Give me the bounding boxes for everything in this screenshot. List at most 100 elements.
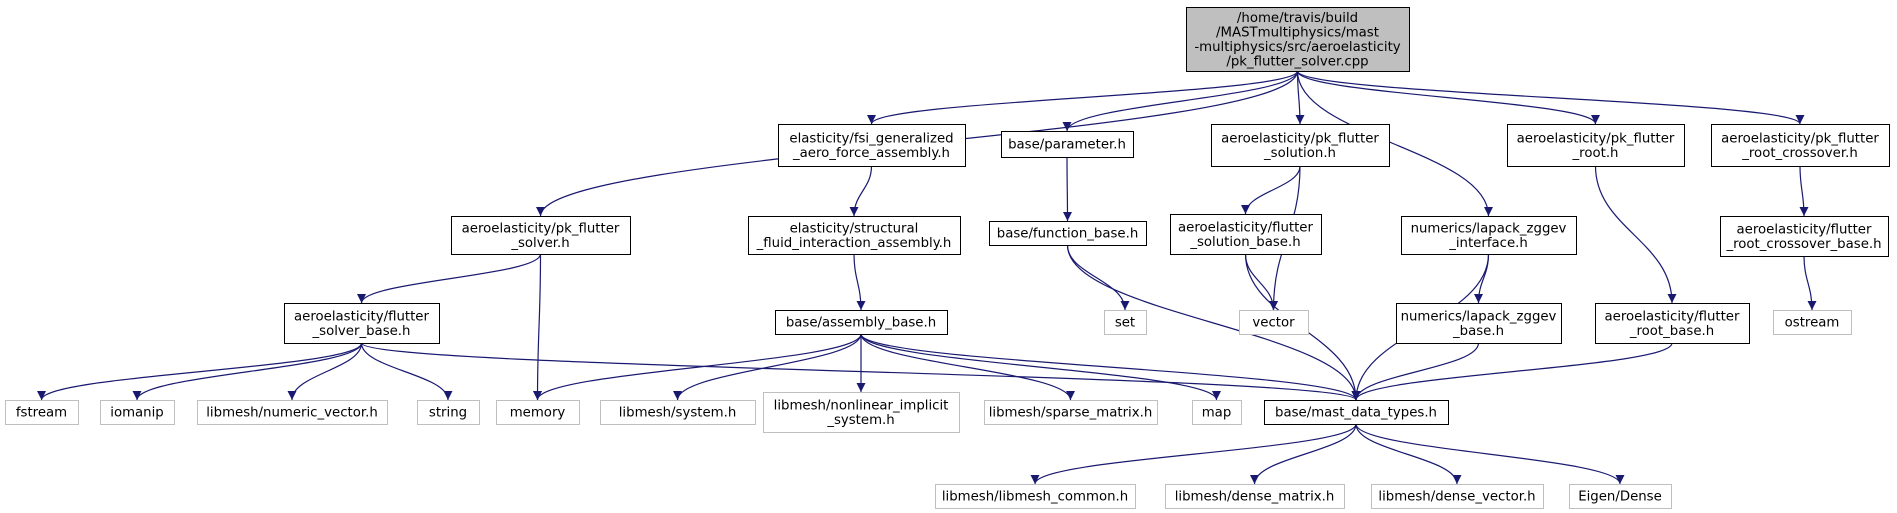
node-box [1720,216,1889,257]
node-parameter-h[interactable]: base/parameter.h [1001,131,1134,158]
node-box [1165,484,1345,509]
node-label: memory [510,406,566,421]
node-label: _root_crossover.h [1741,146,1858,161]
edge-assembly-base-h-to-mast-data-types [860,333,1361,401]
node-flutter-root-base-h[interactable]: aeroelasticity/flutter_root_base.h [1595,303,1750,344]
node-box [1170,214,1322,255]
node-box [5,400,79,425]
node-box [1104,310,1147,335]
node-box [778,124,966,167]
edge-structural-fluid-to-assembly-base-h [853,253,866,311]
edge-root-to-parameter-h [1062,70,1299,132]
node-label: base/parameter.h [1008,138,1126,153]
node-label: _root_base.h [1629,324,1714,339]
node-label: _aero_force_assembly.h [792,146,950,161]
node-numeric-vector: libmesh/numeric_vector.h [197,400,388,425]
node-label: fstream [16,406,67,421]
node-label: base/function_base.h [997,227,1139,242]
node-box [1186,7,1410,72]
edge-flutter-root-base-h-to-mast-data-types [1351,342,1673,401]
node-label: aeroelasticity/flutter [1178,220,1313,235]
node-box [1396,303,1562,344]
node-box [763,392,960,433]
edge-pk-flutter-root-crossover-h-to-flutter-root-crossover-base-h [1799,165,1809,217]
node-box [935,484,1136,509]
node-sparse-matrix: libmesh/sparse_matrix.h [984,400,1158,425]
node-label: _root.h [1572,146,1619,161]
node-label: /pk_flutter_solver.cpp [1226,54,1368,69]
node-flutter-solution-base-h[interactable]: aeroelasticity/flutter_solution_base.h [1170,214,1322,255]
node-lapack-zggev-base[interactable]: numerics/lapack_zggev_base.h [1396,303,1562,344]
node-label: libmesh/nonlinear_implicit [774,398,949,413]
node-label: numerics/lapack_zggev [1411,221,1567,236]
node-label: aeroelasticity/pk_flutter [1517,131,1675,146]
node-label: _solution.h [1263,146,1336,161]
node-label: _system.h [826,413,894,428]
node-fstream: fstream [5,400,79,425]
edge-pk-flutter-solver-h-to-memory [533,253,543,401]
node-label: base/mast_data_types.h [1275,406,1437,421]
node-label: _root_crossover_base.h [1725,237,1881,252]
node-system-h: libmesh/system.h [600,400,756,425]
node-box [1211,124,1390,167]
node-label: elasticity/structural [790,221,919,236]
node-label: elasticity/fsi_generalized [789,131,953,146]
node-pk-flutter-root-crossover-h[interactable]: aeroelasticity/pk_flutter_root_crossover… [1711,124,1890,167]
node-set: set [1104,310,1147,335]
nodes-layer: /home/travis/build/MASTmultiphysics/mast… [5,7,1890,509]
node-box [1507,124,1685,167]
edge-root-to-pk-flutter-root-h [1296,70,1600,125]
node-flutter-solver-base-h[interactable]: aeroelasticity/flutter_solver_base.h [284,303,440,344]
node-box [284,303,440,344]
node-string: string [417,400,480,425]
edge-root-to-pk-flutter-root-crossover-h [1296,70,1805,125]
node-label: base/assembly_base.h [786,316,936,331]
edge-fsi-generalized-to-structural-fluid [849,165,873,217]
node-box [1192,400,1242,425]
node-label: _fluid_interaction_assembly.h [756,236,952,251]
node-vector: vector [1239,310,1309,335]
node-eigen-dense: Eigen/Dense [1569,484,1672,509]
node-assembly-base-h[interactable]: base/assembly_base.h [775,310,948,335]
node-mast-data-types[interactable]: base/mast_data_types.h [1264,400,1449,425]
node-box [600,400,756,425]
edge-flutter-solver-base-h-to-numeric-vector [287,342,363,401]
node-label: /MASTmultiphysics/mast [1216,25,1379,40]
edge-assembly-base-h-to-memory [533,333,862,401]
edge-lapack-zggev-base-to-mast-data-types [1351,342,1480,401]
node-label: /home/travis/build [1237,11,1358,26]
node-label: _base.h [1452,324,1504,339]
node-box [1001,131,1134,158]
node-box [989,221,1147,246]
edge-assembly-base-h-to-system-h [673,333,862,401]
edge-pk-flutter-root-h-to-flutter-root-base-h [1594,165,1677,304]
node-pk-flutter-solution-h[interactable]: aeroelasticity/pk_flutter_solution.h [1211,124,1390,167]
node-label: _interface.h [1448,236,1528,251]
node-lapack-zggev-interface[interactable]: numerics/lapack_zggev_interface.h [1401,216,1577,255]
node-label: libmesh/dense_matrix.h [1175,490,1335,505]
edge-function-base-h-to-set [1066,244,1130,311]
node-box [1401,216,1577,255]
node-box [496,400,580,425]
edge-lapack-zggev-interface-to-lapack-zggev-base [1474,253,1490,304]
node-box [984,400,1158,425]
node-label: map [1202,406,1232,421]
node-label: numerics/lapack_zggev [1401,309,1557,324]
node-flutter-root-crossover-base-h[interactable]: aeroelasticity/flutter_root_crossover_ba… [1720,216,1889,257]
node-fsi-generalized[interactable]: elasticity/fsi_generalized_aero_force_as… [778,124,966,167]
node-label: aeroelasticity/pk_flutter [1721,131,1879,146]
edge-root-to-fsi-generalized [867,70,1299,125]
node-label: aeroelasticity/pk_flutter [462,221,620,236]
edge-assembly-base-h-to-sparse-matrix [860,333,1075,401]
node-function-base-h[interactable]: base/function_base.h [989,221,1147,246]
node-structural-fluid[interactable]: elasticity/structural_fluid_interaction_… [748,216,961,255]
node-label: libmesh/sparse_matrix.h [989,406,1153,421]
node-box [748,216,961,255]
node-map: map [1192,400,1242,425]
node-pk-flutter-root-h[interactable]: aeroelasticity/pk_flutter_root.h [1507,124,1685,167]
node-pk-flutter-solver-h[interactable]: aeroelasticity/pk_flutter_solver.h [451,216,631,255]
node-memory: memory [496,400,580,425]
edge-root-to-lapack-zggev-interface [1296,70,1493,217]
node-box [1239,310,1309,335]
node-root[interactable]: /home/travis/build/MASTmultiphysics/mast… [1186,7,1410,72]
